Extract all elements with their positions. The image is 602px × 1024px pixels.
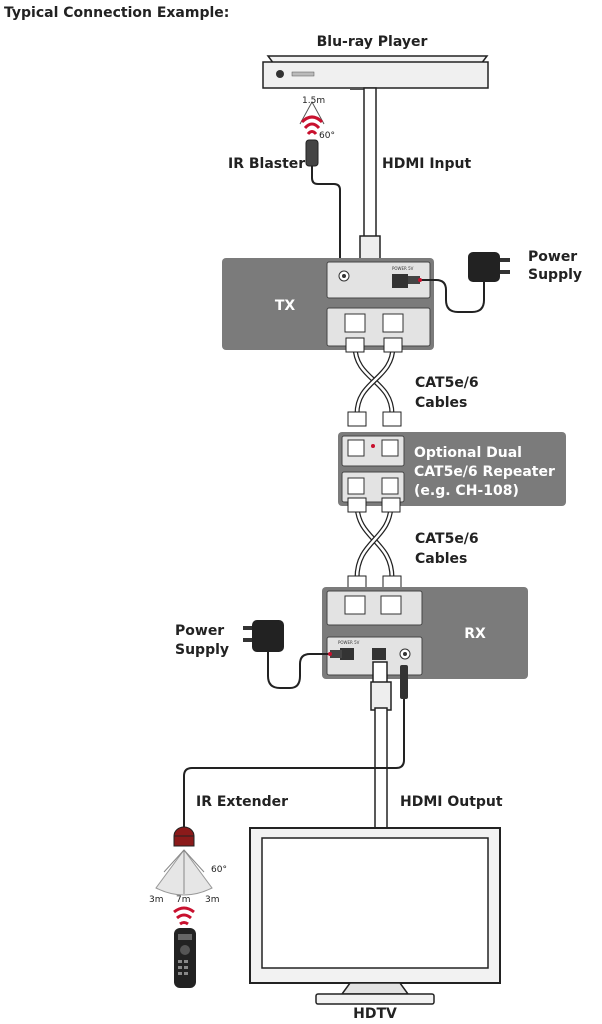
cables-bottom-line1: CAT5e/6 [415, 531, 479, 547]
hdmi-output-label: HDMI Output [400, 794, 503, 810]
rx-device-front [326, 590, 423, 626]
repeater-device [341, 435, 405, 503]
ir-blaster-emission-icon [299, 100, 325, 136]
repeater-line1: Optional Dual [414, 445, 522, 461]
rx-device-rear: POWER 5V [326, 636, 423, 676]
cables-top-line2: Cables [415, 395, 467, 411]
ir-extender-angle: 60° [211, 865, 227, 875]
power-adapter-top-icon [408, 252, 510, 313]
tx-label: TX [275, 298, 296, 314]
power-adapter-bottom-icon [243, 620, 342, 689]
ir-extender-label: IR Extender [196, 794, 288, 810]
ir-coverage-fan-icon [155, 849, 213, 896]
ir-extender-icon [173, 826, 195, 847]
ir-blaster-angle: 60° [319, 131, 335, 141]
power-supply-bottom-line2: Supply [175, 642, 229, 658]
hdtv-label: HDTV [353, 1006, 397, 1022]
hdmi-input-label: HDMI Input [382, 156, 472, 172]
hdmi-output-cable [370, 661, 392, 829]
tx-device-rear [326, 307, 431, 347]
repeater-line2: CAT5e/6 Repeater [414, 464, 555, 480]
cables-bottom-line2: Cables [415, 551, 467, 567]
tx-device-front: POWER 5V [326, 261, 431, 299]
repeater-line3: (e.g. CH-108) [414, 483, 519, 499]
range-right: 3m [205, 895, 220, 905]
source-label: Blu-ray Player [317, 34, 428, 50]
ir-signal-icon [173, 906, 195, 926]
svg-text:POWER 5V: POWER 5V [392, 266, 414, 271]
range-left: 3m [149, 895, 164, 905]
cat-cables-top [345, 337, 403, 427]
remote-control-icon [174, 928, 196, 988]
svg-text:POWER 5V: POWER 5V [338, 640, 360, 645]
bluray-player [262, 55, 489, 90]
cables-top-line1: CAT5e/6 [415, 375, 479, 391]
power-supply-bottom-line1: Power [175, 623, 224, 639]
rx-label: RX [464, 626, 486, 642]
ir-blaster-label: IR Blaster [228, 156, 305, 172]
power-supply-top-line2: Supply [528, 267, 582, 283]
ir-extender-cable [183, 665, 408, 828]
hdtv-icon [249, 827, 501, 1005]
hdmi-input-cable [359, 87, 381, 283]
diagram-title: Typical Connection Example: [4, 5, 229, 21]
range-center: 7m [176, 895, 191, 905]
cat-cables-bottom [347, 497, 402, 591]
ir-blaster-range: 1.5m [302, 96, 325, 106]
ir-blaster-icon [305, 139, 347, 267]
power-supply-top-line1: Power [528, 249, 577, 265]
